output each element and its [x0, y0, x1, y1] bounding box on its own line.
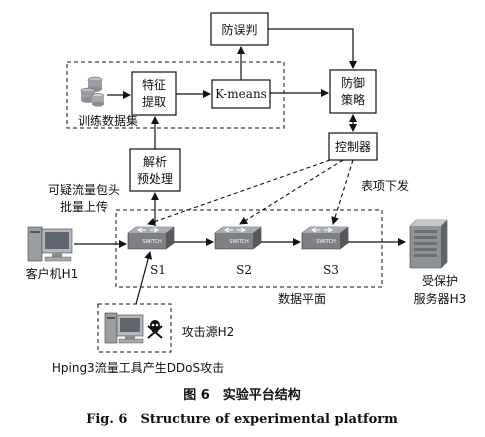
database-icon	[80, 76, 105, 107]
switch-s1-text: SWITCH	[142, 239, 162, 245]
dashed-arrow-controller-s2	[239, 159, 344, 225]
defense-strategy-line2: 策略	[341, 92, 365, 107]
defense-strategy-line1: 防御	[341, 75, 365, 90]
arrow-anti-misjudge-to-defense	[268, 28, 357, 69]
server-label-line2: 服务器H3	[414, 291, 467, 306]
suspicious-upload-line1: 可疑流量包头	[48, 182, 120, 197]
server-icon	[409, 219, 448, 269]
s2-label: S2	[236, 263, 252, 277]
dashed-arrow-controller-s3	[331, 159, 354, 225]
defense-strategy-box	[329, 69, 377, 114]
feature-extract-box	[131, 71, 177, 116]
attacker-computer-icon	[104, 312, 144, 344]
caption-cn: 图 6 实验平台结构	[183, 387, 301, 403]
arrow-attacker-to-s1	[135, 251, 153, 305]
training-region	[66, 61, 285, 129]
hping-label: Hping3流量工具产生DDoS攻击	[52, 361, 224, 375]
server-label-line1: 受保护	[422, 274, 458, 288]
feature-extract-line1: 特征	[142, 77, 166, 92]
switch-s2-icon: SWITCH	[214, 226, 262, 250]
training-data-label: 训练数据集	[78, 113, 138, 128]
parse-preprocess-line2: 预处理	[137, 172, 173, 186]
s3-label: S3	[323, 263, 339, 277]
anti-misjudge-box	[210, 12, 269, 46]
data-plane-label: 数据平面	[278, 291, 326, 306]
flow-table-label: 表项下发	[361, 178, 409, 193]
parse-preprocess-line1: 解析	[143, 155, 167, 169]
switch-s2-text: SWITCH	[229, 239, 249, 245]
skull-crossbones-icon	[147, 320, 163, 339]
controller-label: 控制器	[335, 140, 371, 154]
attacker-region	[97, 303, 172, 353]
kmeans-box	[211, 79, 271, 109]
client-computer-icon	[27, 226, 73, 262]
feature-extract-line2: 提取	[142, 94, 166, 109]
suspicious-upload-line2: 批量上传	[60, 199, 108, 214]
kmeans-label: K-means	[215, 87, 267, 101]
switch-s3-icon: SWITCH	[301, 226, 349, 250]
client-label: 客户机H1	[26, 266, 79, 281]
attacker-label: 攻击源H2	[182, 325, 235, 339]
s1-label: S1	[150, 263, 166, 277]
data-plane-region	[115, 209, 383, 288]
switch-s3-text: SWITCH	[316, 239, 336, 245]
switch-s1-icon: SWITCH	[127, 226, 175, 250]
anti-misjudge-label: 防误判	[221, 22, 257, 37]
caption-en: Fig. 6 Structure of experimental platfor…	[86, 412, 398, 427]
